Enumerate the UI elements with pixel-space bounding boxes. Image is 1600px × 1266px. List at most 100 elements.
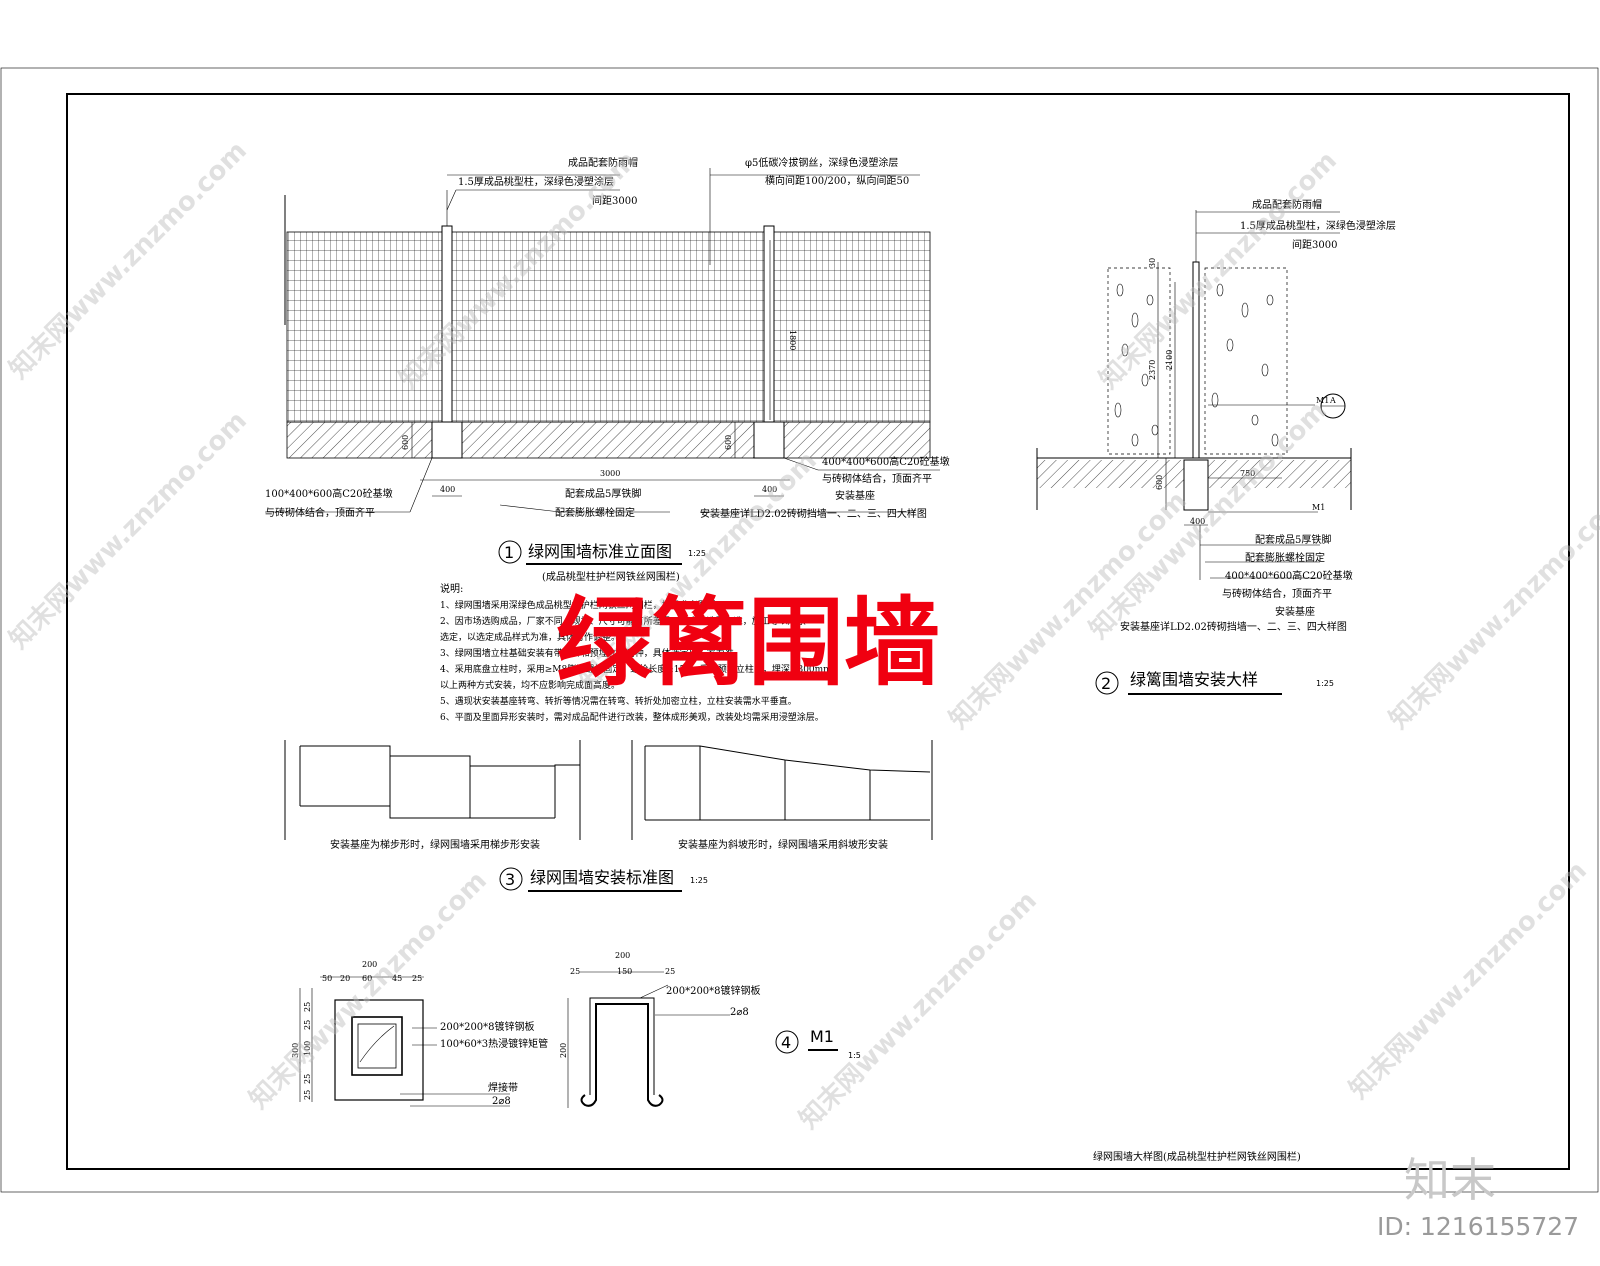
v1-label-base-right-4: 安装基座详LD2.02砖砌挡墙一、二、三、四大样图 (700, 507, 927, 520)
v2-pier (1183, 459, 1209, 511)
m1-dim-top-2: 20 (340, 974, 350, 983)
svg-text:知末网www.znzmo.com: 知末网www.znzmo.com (4, 136, 253, 385)
v1-dim-height: 1800 (788, 330, 797, 350)
notes-line-5: 4、采用底盘立柱时，采用≥M8膨胀螺栓固定，螺栓长度≥150，采用预埋立柱时，埋… (440, 663, 841, 675)
m1-label-weld: 焊接带 (488, 1081, 518, 1094)
m1b-dim-top-1: 25 (570, 967, 580, 976)
v4-view-number-circle (775, 1030, 799, 1054)
v1-label-wire: φ5低碳冷拔钢丝，深绿色浸塑涂层 (745, 156, 898, 169)
svg-text:知末网www.znzmo.com: 知末网www.znzmo.com (1384, 486, 1600, 735)
v2-dim-h2: 2370 (1148, 360, 1157, 380)
m1-dim-top-5: 25 (412, 974, 422, 983)
v2-dim-side: 750 (1240, 469, 1255, 478)
notes-heading: 说明: (440, 582, 463, 595)
v2-label-rain-cap: 成品配套防雨帽 (1252, 198, 1322, 211)
v2-dim-base-h: 600 (1155, 475, 1164, 490)
v2-label-base: 400*400*600高C20砼基墩 (1225, 569, 1353, 582)
m1-dim-side-2: 25 (303, 1020, 312, 1030)
v1-label-base-left-2: 与砖砌体结合，顶面齐平 (265, 506, 375, 519)
m1b-label-plate: 200*200*8镀锌钢板 (666, 984, 761, 997)
fence-post-2 (763, 225, 775, 423)
notes-line-6: 以上两种方式安装，均不应影响完成面高度。 (440, 679, 620, 691)
m1-label-rebar: 2⌀8 (492, 1096, 511, 1107)
v3-caption-left: 安装基座为梯步形时，绿网围墙采用梯步形安装 (330, 838, 540, 851)
m1-label-plate: 200*200*8镀锌钢板 (440, 1020, 535, 1033)
v2-view-number: 2 (1101, 674, 1111, 693)
notes-line-1: 1、绿网围墙采用深绿色成品桃型柱护栏网铁丝网围栏，样式参考图纸。 (440, 599, 725, 611)
v3-view-scale: 1:25 (690, 876, 708, 885)
view2-installation-detail: 成品配套防雨帽 1.5厚成品桃型柱，深绿色浸塑涂层 间距3000 M1 A M1… (1036, 198, 1396, 695)
id-label: ID: 1216155727 (1377, 1212, 1579, 1241)
hedge-left (1107, 267, 1171, 455)
v2-dim-h1: 2100 (1165, 350, 1174, 370)
notes-line-7: 5、遇现状安装基座转弯、转折等情况需在转弯、转折处加密立柱，立柱安装需水平垂直。 (440, 695, 797, 707)
m1b-dim-top-3: 25 (665, 967, 675, 976)
v2-label-post: 1.5厚成品桃型柱，深绿色浸塑涂层 (1240, 219, 1396, 232)
v2-dim-top: 30 (1148, 258, 1157, 268)
v3-view-number: 3 (505, 870, 515, 889)
v1-dim-pier-h-1: 600 (401, 435, 410, 450)
v1-view-title: 绿网围墙标准立面图 (528, 542, 672, 561)
v4-view-number: 4 (781, 1033, 791, 1052)
v2-label-foot: 配套成品5厚铁脚 (1255, 533, 1331, 546)
v1-label-base-right-3: 安装基座 (835, 489, 875, 502)
m1b-dim-top-0: 200 (615, 951, 630, 960)
v2-view-scale: 1:25 (1316, 679, 1334, 688)
v2-dim-w: 400 (1190, 517, 1205, 526)
v1-label-foot-2: 配套膨胀螺栓固定 (555, 506, 635, 519)
v2-view-title: 绿篱围墙安装大样 (1130, 670, 1258, 689)
hedge-right (1204, 267, 1288, 455)
sheet-footer-title: 绿网围墙大样图(成品桃型柱护栏网铁丝网围栏) (1093, 1150, 1301, 1163)
view1-elevation: 成品配套防雨帽 1.5厚成品桃型柱，深绿色浸塑涂层 间距3000 φ5低碳冷拔钢… (265, 156, 950, 583)
v4-view-scale: 1:5 (848, 1051, 861, 1060)
svg-text:知末网www.znzmo.com: 知末网www.znzmo.com (1344, 856, 1593, 1105)
v1-dim-span: 3000 (600, 469, 620, 478)
svg-text:知末网www.znzmo.com: 知末网www.znzmo.com (794, 886, 1043, 1135)
v3-caption-right: 安装基座为斜坡形时，绿网围墙采用斜坡形安装 (678, 838, 888, 851)
v1-dim-pier-h-2: 600 (724, 435, 733, 450)
v1-label-foot-1: 配套成品5厚铁脚 (565, 487, 641, 500)
m1-dim-top-1: 50 (322, 974, 332, 983)
v2-label-seat-ref: 安装基座详LD2.02砖砌挡墙一、二、三、四大样图 (1120, 620, 1347, 633)
v1-label-post: 1.5厚成品桃型柱，深绿色浸塑涂层 (458, 175, 614, 188)
v1-view-scale: 1:25 (688, 549, 706, 558)
v3-view-title: 绿网围墙安装标准图 (530, 868, 674, 887)
notes-line-4: 3、绿网围墙立柱基础安装有带铁脚和预埋立柱两种，具体选定以厂家为准。 (440, 647, 743, 659)
m1-dim-top-4: 45 (392, 974, 402, 983)
v2-label-join: 与砖砌体结合，顶面齐平 (1222, 587, 1332, 600)
fence-mesh-panel (286, 231, 931, 423)
v4-view-title: M1 (810, 1027, 834, 1046)
v1-view-subtitle: (成品桃型柱护栏网铁丝网围栏) (542, 570, 680, 583)
v2-label-bolt: 配套膨胀螺栓固定 (1245, 551, 1325, 564)
v2-label-post-spacing: 间距3000 (1292, 238, 1337, 251)
pier-2 (753, 421, 785, 459)
v1-dim-pier-w-2: 400 (762, 485, 777, 494)
m1-dim-side-5: 25 (303, 1090, 312, 1100)
ground-hatch (286, 421, 931, 459)
svg-text:知末网www.znzmo.com: 知末网www.znzmo.com (4, 406, 253, 655)
notes-line-3: 选定，以选定成品样式为准，具体可作调整。 (440, 631, 620, 643)
m1b-dim-side-0: 200 (559, 1043, 568, 1058)
m1-tube-inner (357, 1023, 397, 1069)
brand-logo: 知末 (1404, 1153, 1496, 1207)
m1-label-tube: 100*60*3热浸镀锌矩管 (440, 1037, 548, 1050)
v1-view-number: 1 (504, 543, 514, 562)
v1-view-number-circle (498, 540, 522, 564)
m1b-label-rebar: 2⌀8 (730, 1007, 749, 1018)
notes-line-2: 2、因市场选购成品，厂家不同，规格、尺寸可能有所差异，以实际选购为准，施工等以厂… (440, 615, 806, 627)
pier-1 (431, 421, 463, 459)
svg-text:知末网www.znzmo.com: 知末网www.znzmo.com (1094, 146, 1343, 395)
v2-callout-top: M1 (1316, 396, 1329, 405)
sheet-outer-frame (0, 67, 1599, 1193)
notes-block: 说明: 1、绿网围墙采用深绿色成品桃型柱护栏网铁丝网围栏，样式参考图纸。 2、因… (440, 582, 841, 723)
v1-label-rain-cap: 成品配套防雨帽 (568, 156, 638, 169)
v1-dim-pier-w-1: 400 (440, 485, 455, 494)
v1-label-wire-spacing: 横向间距100/200，纵向间距50 (765, 174, 909, 187)
m1b-dim-top-2: 150 (617, 967, 632, 976)
big-red-title: 绿篱围墙 (556, 587, 940, 699)
v2-label-seat: 安装基座 (1275, 605, 1315, 618)
m1-dim-top-3: 60 (362, 974, 372, 983)
m1-dim-top-0: 200 (362, 960, 377, 969)
v1-label-base-right-2: 与砖砌体结合，顶面齐平 (822, 472, 932, 485)
